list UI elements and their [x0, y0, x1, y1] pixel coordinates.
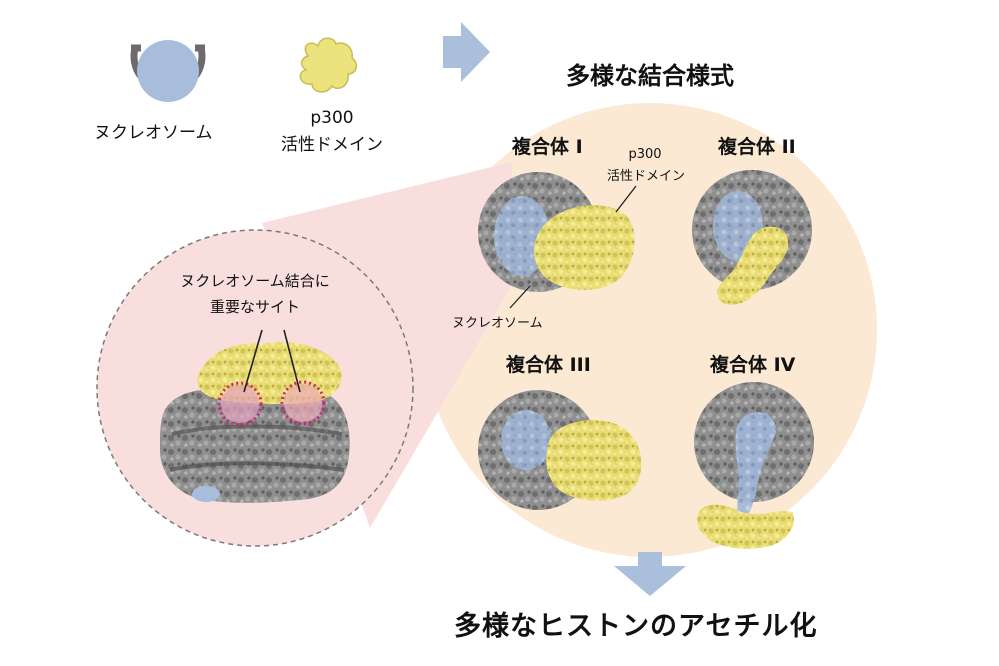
- site-leader-line-1: [243, 329, 263, 393]
- footer-title: 多様なヒストンのアセチル化: [454, 611, 818, 642]
- complex-3-structure: [478, 390, 642, 510]
- complex-4-label: 複合体 IV: [710, 354, 796, 376]
- binding-site-marker-1: [217, 381, 263, 427]
- zoom-caption-line2: 重要なサイト: [209, 298, 300, 316]
- binding-site-marker-2: [280, 380, 326, 426]
- complex-1-label: 複合体 I: [512, 136, 583, 158]
- complex-1-structure: [478, 172, 635, 292]
- zoom-caption-line1: ヌクレオソーム結合に: [180, 272, 330, 290]
- complex-3-label: 複合体 III: [506, 354, 591, 376]
- p300-annotation-line2: 活性ドメイン: [606, 169, 685, 184]
- top-arrow-icon: [443, 22, 490, 82]
- page-title: 多様な結合様式: [566, 62, 734, 90]
- nucleosome-legend-label: ヌクレオソーム: [94, 123, 213, 143]
- bottom-arrow-icon: [614, 552, 686, 596]
- p300-legend-label-line2: 活性ドメイン: [281, 135, 383, 155]
- nucleosome-legend-icon: [130, 40, 206, 102]
- nucleosome-annotation-line: [509, 285, 531, 309]
- site-leader-line-2: [283, 329, 301, 393]
- complex-4-structure: [694, 382, 814, 549]
- complex-2-structure: [692, 170, 812, 305]
- p300-annotation-line1: p300: [628, 147, 662, 162]
- p300-legend-icon: [299, 37, 358, 93]
- complex-2-label: 複合体 II: [718, 136, 796, 158]
- nucleosome-annotation: ヌクレオソーム: [452, 316, 543, 331]
- p300-legend-label-line1: p300: [310, 108, 354, 128]
- p300-annotation-line: [615, 185, 637, 213]
